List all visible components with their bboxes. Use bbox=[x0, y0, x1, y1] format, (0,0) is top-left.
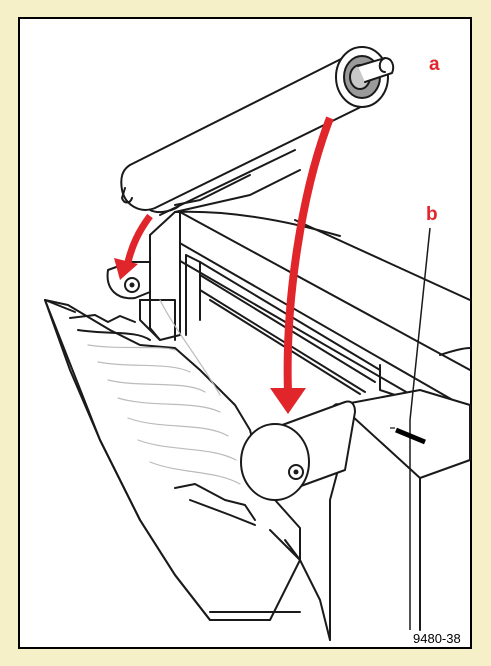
lower-roller-end-cap bbox=[240, 400, 356, 501]
slot-marker bbox=[395, 427, 426, 445]
red-arrows bbox=[114, 116, 334, 414]
figure-id: 9480-38 bbox=[413, 631, 461, 646]
left-end-arrow bbox=[124, 213, 153, 263]
front-panel bbox=[44, 299, 331, 641]
callout-b-leader bbox=[390, 227, 431, 630]
callout-b: b bbox=[426, 204, 438, 225]
roller bbox=[120, 46, 395, 216]
main-install-arrow bbox=[283, 116, 334, 393]
callout-a: a bbox=[429, 54, 440, 75]
